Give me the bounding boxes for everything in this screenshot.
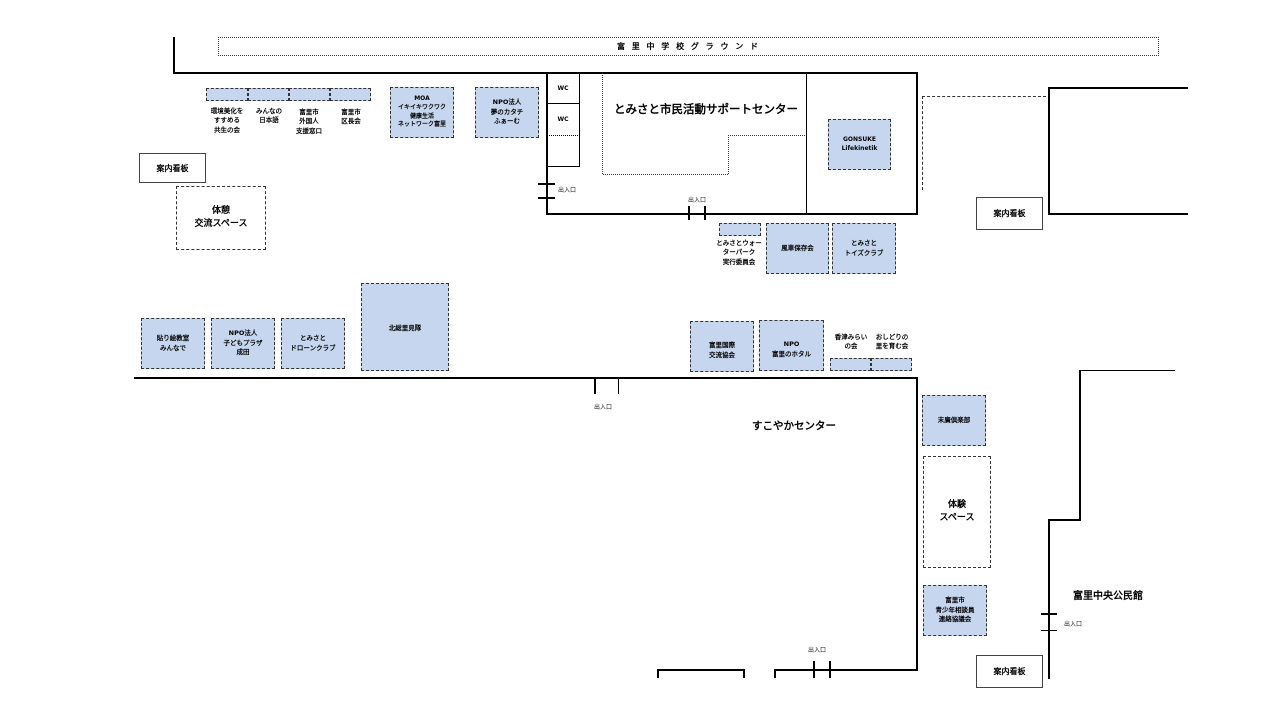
support-center-building (546, 72, 918, 215)
booth-small[interactable] (830, 358, 871, 371)
booth-fusha[interactable]: 風車保存会 (766, 223, 829, 274)
storage-room (547, 135, 580, 167)
right-building (1048, 87, 1188, 215)
booth-small[interactable] (289, 88, 330, 101)
door-mark (538, 197, 555, 199)
booth-label: とみさとウォー ターパーク 実行委員会 (716, 239, 762, 266)
booth-label: おしどりの 里を育む会 (875, 333, 909, 351)
booth-small[interactable] (871, 358, 912, 371)
booth-moa[interactable]: MOA イキイキワクワク 健康生活 ネットワーク富里 (390, 87, 454, 138)
door-mark (688, 206, 690, 220)
door-mark (1041, 613, 1057, 615)
door-mark (813, 661, 815, 678)
booth-suehiro[interactable]: 末廣倶楽部 (922, 395, 986, 446)
booth-kokusai[interactable]: 富里国際 交流協会 (690, 321, 754, 372)
door-mark (829, 661, 831, 678)
booth-kodomo-plaza[interactable]: NPO法人 子どもプラザ 成田 (211, 318, 275, 369)
wall (134, 377, 918, 379)
booth-gonsuke[interactable]: GONSUKE Lifekinetik (828, 119, 891, 170)
door-mark (1041, 630, 1057, 631)
wall (774, 669, 918, 671)
school-ground-label: 富 里 中 学 校 グ ラ ウ ン ド (616, 42, 761, 51)
booth-hokuso-satomi[interactable]: 北総里見隊 (361, 283, 449, 371)
experience-space[interactable]: 体験 スペース (923, 456, 991, 568)
wall (1048, 519, 1050, 679)
booth-small[interactable] (206, 88, 248, 101)
booth-toys[interactable]: とみさと トイズクラブ (832, 223, 896, 274)
wc-room: WC (547, 73, 580, 104)
wc-label: WC (557, 116, 569, 123)
dotted-outline (922, 96, 1046, 190)
rest-space[interactable]: 体憩 交流スペース (176, 186, 266, 250)
booth-harie[interactable]: 貼り絵教室 みんなで (141, 318, 205, 369)
booth-yume[interactable]: NPO法人 夢のカタチ ふぁーむ (475, 87, 539, 138)
wall (657, 669, 745, 671)
door-mark (538, 183, 555, 185)
booth-label: 環境美化を すすめる 共生の会 (210, 107, 244, 134)
support-center-label: とみさと市民活動サポートセンター (614, 102, 798, 116)
booth-hotaru[interactable]: NPO 富里のホタル (759, 320, 824, 371)
wall (1048, 519, 1081, 521)
sukoyaka-center-label: すこやかセンター (752, 420, 836, 432)
wall (1080, 370, 1175, 371)
signboard: 案内看板 (139, 153, 206, 183)
wall (657, 669, 659, 678)
signboard: 案内看板 (976, 655, 1043, 688)
booth-drone[interactable]: とみさと ドローンクラブ (281, 318, 345, 369)
entrance-label: 出入口 (1064, 621, 1083, 628)
booth-small[interactable] (248, 88, 289, 101)
signboard: 案内看板 (976, 197, 1043, 230)
booth-small[interactable] (330, 88, 371, 101)
entrance-label: 出入口 (594, 404, 613, 411)
booth-label: 富里市 区長会 (341, 108, 361, 126)
door-mark (704, 206, 706, 220)
school-ground: 富 里 中 学 校 グ ラ ウ ン ド (218, 37, 1159, 56)
wall (1079, 370, 1081, 521)
wall (916, 377, 918, 670)
entrance-label: 出入口 (688, 197, 707, 204)
booth-label: みんなの 日本語 (256, 107, 282, 125)
entrance-label: 出入口 (808, 647, 827, 654)
booth-label: 富里市 外国人 支援窓口 (296, 108, 322, 135)
door-mark (618, 378, 619, 394)
booth-seishonen[interactable]: 富里市 青少年相談員 連絡協議会 (923, 585, 987, 636)
booth-small[interactable] (719, 223, 761, 236)
wall (774, 669, 776, 678)
office-outline (602, 73, 806, 175)
door-mark (594, 378, 596, 394)
wc-label: WC (557, 84, 569, 92)
wc-room: WC (547, 104, 580, 135)
wall (173, 37, 175, 74)
entrance-label: 出入口 (558, 187, 577, 194)
booth-label: 香津みらい の会 (834, 333, 868, 351)
kominkan-label: 富里中央公民館 (1073, 591, 1143, 602)
wall (806, 73, 807, 214)
wall (173, 72, 548, 74)
wall (743, 669, 745, 678)
